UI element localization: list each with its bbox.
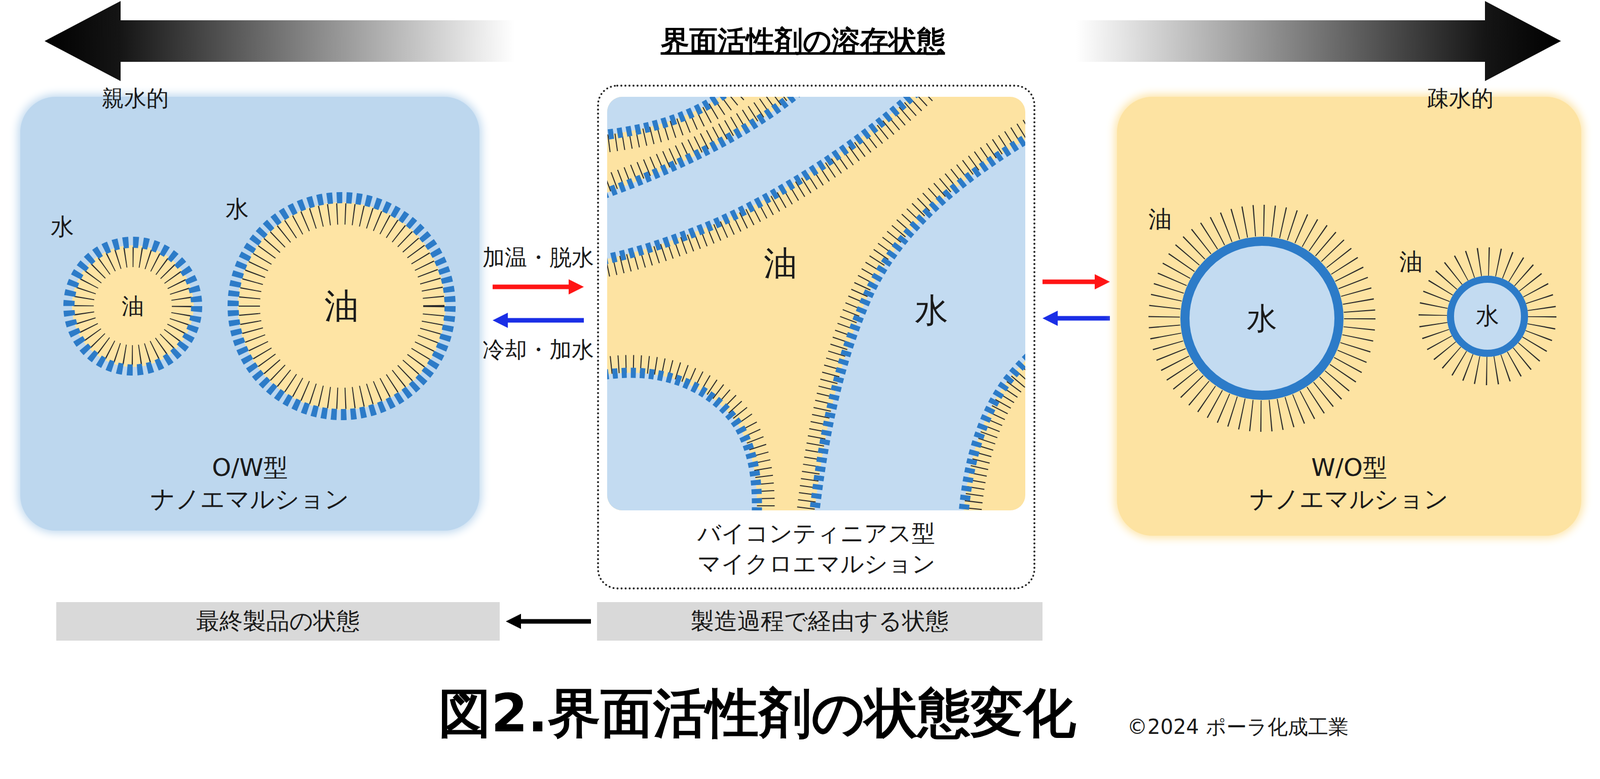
- arrow-head: [568, 279, 584, 295]
- label-text: 油: [1399, 247, 1423, 276]
- edge-label: 加温・脱水: [482, 244, 594, 272]
- arrow-head: [1042, 310, 1058, 326]
- bicontinuous-illustration: [607, 96, 1026, 511]
- state-axis-arrow: 界面活性剤の溶存状態: [44, 1, 1561, 82]
- ow-emulsion-panel: O/W型 ナノエマルション 油 油: [20, 96, 480, 531]
- node-text: 水: [1246, 298, 1278, 339]
- node-text: 油: [121, 291, 144, 321]
- label-text: 水: [50, 212, 74, 241]
- edge-label: 冷却・加水: [482, 336, 594, 364]
- label-text: 水: [225, 195, 249, 223]
- node-text: バイコンティニアス型 マイクロエマルション: [608, 518, 1025, 580]
- node-text: 最終製品の状態: [196, 606, 360, 637]
- arrow-line: [507, 318, 584, 323]
- state-box: 最終製品の状態: [56, 602, 500, 641]
- arrow-head: [505, 613, 522, 629]
- arrow-line: [1057, 316, 1110, 321]
- flow-arrow: [492, 279, 584, 295]
- flow-arrow: [1042, 310, 1110, 326]
- label-text: 水: [914, 290, 949, 331]
- label-text: 油: [1148, 205, 1172, 234]
- label-text: ©2024 ポーラ化成工業: [1127, 714, 1349, 739]
- flow-arrow: [492, 312, 584, 328]
- state-box: 製造過程で経由する状態: [597, 602, 1043, 641]
- node-text: 油: [324, 283, 359, 329]
- wo-droplet: 水: [1142, 199, 1382, 438]
- ow-droplet: 油: [59, 232, 207, 380]
- arrow-line: [521, 619, 591, 624]
- ow-droplet: 油: [225, 189, 459, 423]
- node-text: 界面活性剤の溶存状態: [660, 22, 946, 60]
- microemulsion-box: バイコンティニアス型 マイクロエマルション: [597, 84, 1036, 590]
- node-text: W/O型 ナノエマルション: [1227, 451, 1471, 515]
- arrow-line: [1042, 279, 1095, 285]
- arrow-head: [492, 312, 508, 328]
- node-text: 水: [1475, 301, 1500, 332]
- label-text: 疎水的: [1426, 85, 1494, 113]
- flow-arrow: [1042, 274, 1110, 290]
- node-text: O/W型 ナノエマルション: [128, 451, 372, 515]
- flow-arrow: [505, 613, 591, 629]
- label-text: 親水的: [101, 85, 169, 113]
- wo-emulsion-panel: W/O型 ナノエマルション 水 水: [1117, 96, 1582, 536]
- arrow-line: [492, 284, 569, 290]
- figure-title: 図2.界面活性剤の状態変化: [438, 681, 1076, 746]
- node-text: 製造過程で経由する状態: [690, 606, 949, 637]
- arrow-head: [1094, 274, 1110, 290]
- wo-droplet: 水: [1414, 242, 1561, 390]
- label-text: 油: [763, 243, 798, 284]
